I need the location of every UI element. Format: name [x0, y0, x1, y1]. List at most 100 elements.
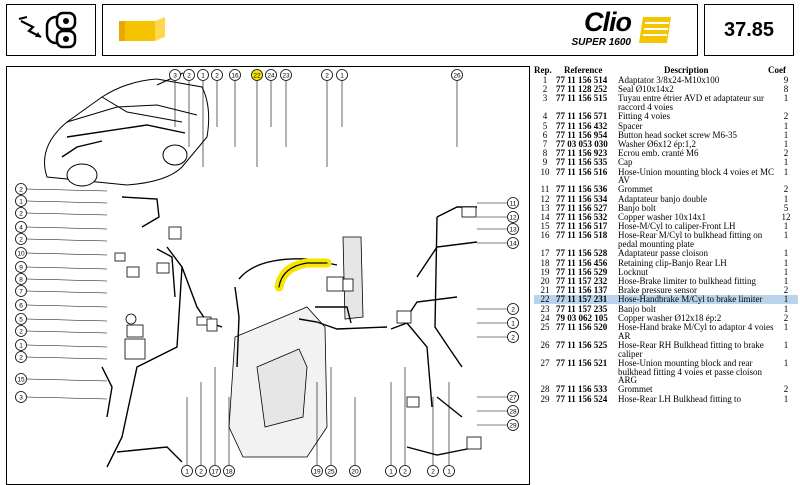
callout-number: 1	[19, 199, 23, 206]
callout-balloon: 11	[507, 197, 519, 209]
rep-cell: 28	[540, 384, 550, 395]
rep-cell: 17	[540, 248, 550, 259]
coef-cell: 1	[783, 303, 789, 314]
callout-number: 2	[19, 187, 23, 194]
callout-number: 11	[510, 201, 517, 208]
callout-balloon: 2	[427, 465, 439, 477]
callout-number: 8	[19, 277, 23, 284]
callout-number: 2	[19, 329, 23, 336]
rep-cell: 16	[540, 230, 550, 241]
callout-balloon: 10	[15, 247, 27, 259]
reference-cell: 77 11 156 535	[556, 157, 608, 168]
description-cell: Spacer	[618, 120, 643, 131]
reference-cell: 77 03 053 030	[556, 138, 608, 149]
coef-cell: 1	[783, 193, 789, 204]
description-cell: Hose-M/Cyl to caliper-Front LH	[618, 221, 736, 232]
coef-cell: 2	[783, 285, 789, 296]
callout-number: 1	[201, 73, 205, 80]
description-cell: Hose-Brake limiter to bulkhead fitting	[618, 275, 756, 286]
description-cell: Button head socket screw M6-35	[618, 129, 737, 140]
callout-leader	[26, 200, 108, 204]
callout-leader	[26, 396, 108, 400]
callout-balloon: 6	[15, 299, 27, 311]
callout-number: 1	[447, 469, 451, 476]
header-reference: Reference	[564, 66, 603, 75]
coef-cell: 1	[783, 157, 789, 168]
callout-balloon: 14	[507, 237, 519, 249]
callout-balloon: 1	[15, 195, 27, 207]
callout-balloon: 17	[209, 465, 221, 477]
description-cell: Grommet	[618, 184, 653, 195]
callout-number: 6	[19, 303, 23, 310]
rep-cell: 6	[542, 129, 548, 140]
coef-cell: 2	[783, 111, 789, 122]
coef-cell: 1	[783, 357, 789, 368]
callout-number: 23	[282, 73, 290, 80]
description-cell: Hose-Rear RH Bulkhead fitting to brake c…	[618, 339, 764, 359]
description-cell: Washer Ø6x12 ép:1,2	[618, 138, 697, 149]
reference-cell: 77 11 156 923	[556, 148, 608, 159]
rep-cell: 23	[540, 303, 550, 314]
reference-cell: 77 11 156 528	[556, 248, 608, 259]
title-banner: Clio SUPER 1600	[102, 4, 698, 56]
callout-balloon: 2	[507, 331, 519, 343]
reference-cell: 77 11 156 529	[556, 266, 608, 277]
reference-cell: 77 11 157 235	[556, 303, 608, 314]
coef-cell: 12	[781, 212, 791, 223]
callout-balloon: 28	[507, 405, 519, 417]
callout-balloon: 25	[325, 465, 337, 477]
yellow-brand-mark-icon	[119, 17, 165, 41]
callout-balloon: 8	[15, 273, 27, 285]
reference-cell: 77 11 156 515	[556, 93, 608, 104]
coef-cell: 8	[783, 84, 789, 95]
callout-balloon: 1	[507, 317, 519, 329]
callout-number: 9	[19, 265, 23, 272]
callout-number: 15	[17, 377, 25, 384]
reference-cell: 77 11 157 231	[556, 294, 608, 305]
callout-balloon: 2	[507, 303, 519, 315]
coef-cell: 2	[783, 384, 789, 395]
reference-cell: 77 11 157 232	[556, 275, 608, 286]
callout-balloon: 19	[311, 465, 323, 477]
callout-balloon: 2	[399, 465, 411, 477]
reference-cell: 77 11 156 524	[556, 393, 608, 404]
description-cell: Tuyau entre étrier AVD et adaptateur sur…	[618, 93, 764, 113]
callout-number: 4	[19, 225, 23, 232]
callout-balloon: 18	[223, 465, 235, 477]
callout-leader	[26, 344, 108, 348]
callout-balloon: 1	[336, 69, 348, 81]
coef-cell: 1	[783, 129, 789, 140]
